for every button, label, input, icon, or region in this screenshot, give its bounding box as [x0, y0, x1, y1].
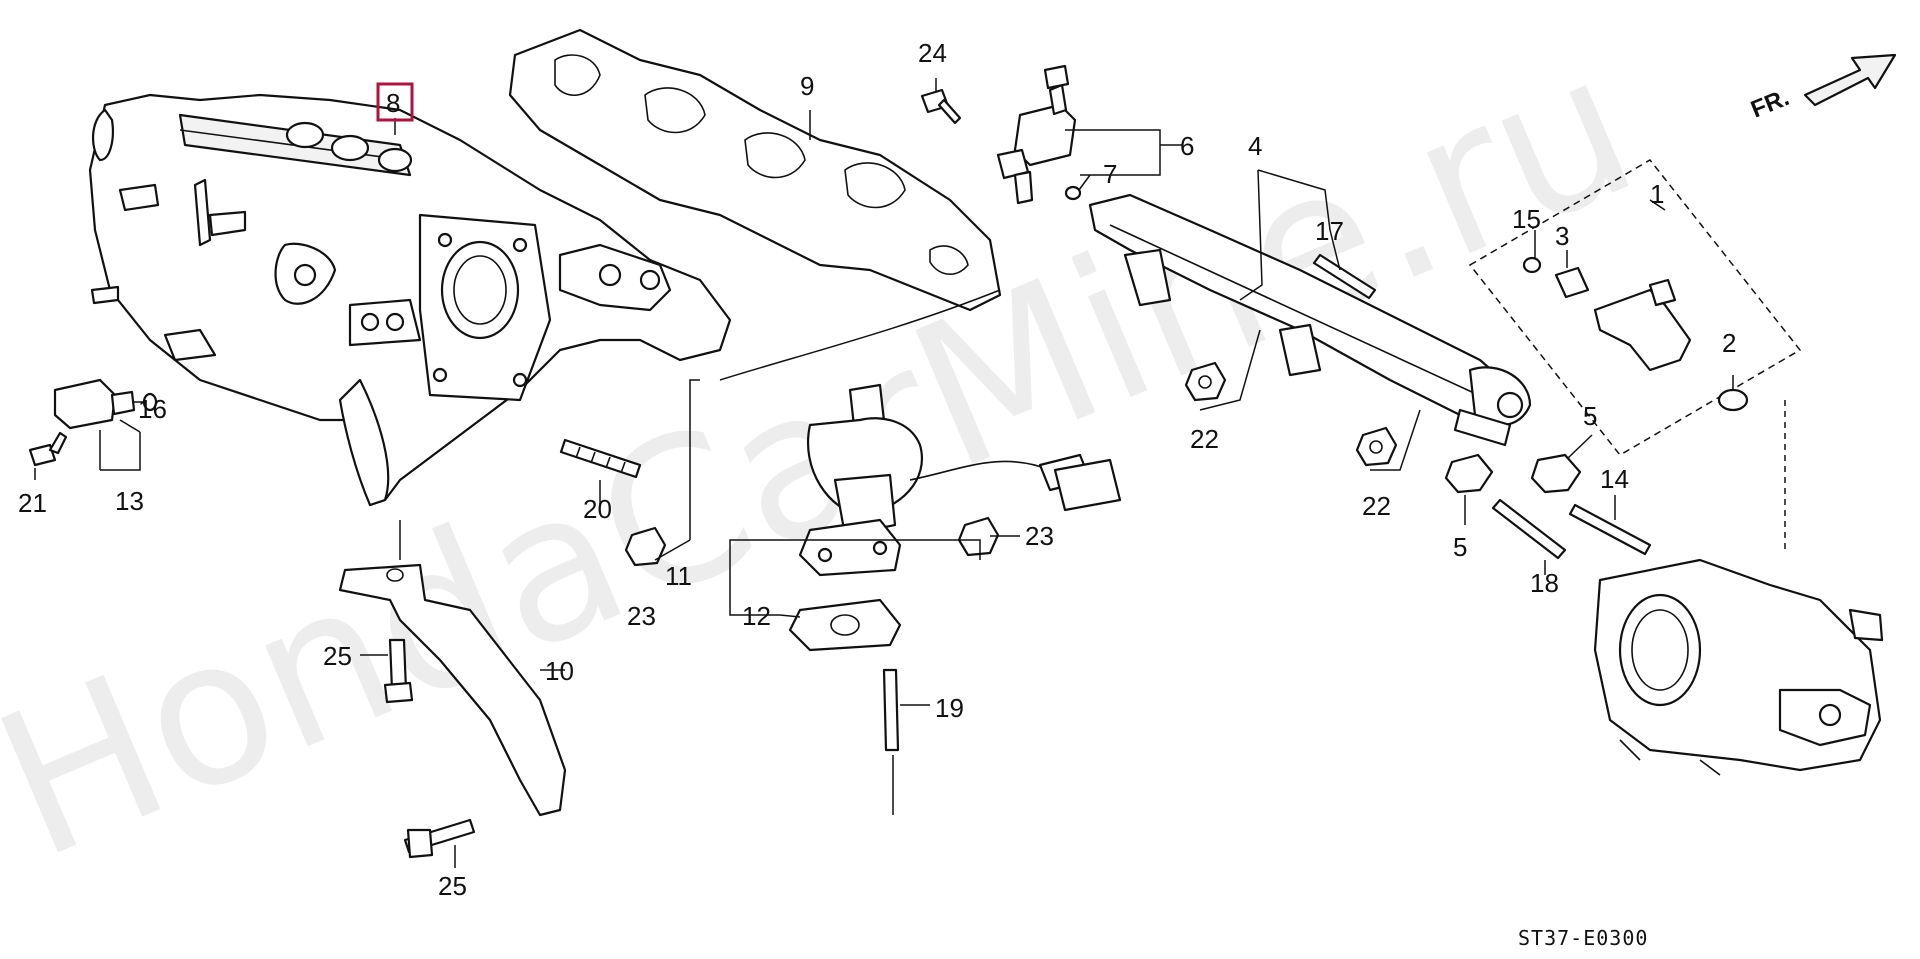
callout-14[interactable]: 14	[1600, 464, 1629, 494]
nut-23a-drawing	[624, 526, 667, 567]
callout-16[interactable]: 16	[138, 394, 167, 424]
stud-20-drawing	[559, 438, 642, 479]
callout-18[interactable]: 18	[1530, 568, 1559, 598]
callout-23a[interactable]: 23	[627, 601, 656, 631]
callout-25a[interactable]: 25	[323, 641, 352, 671]
callout-20[interactable]: 20	[583, 494, 612, 524]
callout-12[interactable]: 12	[742, 601, 771, 631]
leader-lines	[34, 78, 1786, 868]
diagram-code: ST37-E0300	[1518, 926, 1648, 950]
stud-17-drawing	[1312, 253, 1377, 300]
callout-19[interactable]: 19	[935, 693, 964, 723]
callout-22b[interactable]: 22	[1362, 491, 1391, 521]
callout-4[interactable]: 4	[1248, 131, 1262, 161]
callout-8[interactable]: 8	[386, 88, 400, 118]
front-arrow-icon	[1803, 53, 1897, 107]
callout-1[interactable]: 1	[1650, 179, 1664, 209]
callout-25b[interactable]: 25	[438, 871, 467, 901]
callout-5a[interactable]: 5	[1583, 401, 1597, 431]
callout-17[interactable]: 17	[1315, 216, 1344, 246]
egr-gasket-12-drawing	[788, 598, 902, 652]
bolt-25a-drawing	[383, 638, 414, 704]
egr-valve-11-drawing	[798, 383, 1122, 577]
callout-22a[interactable]: 22	[1190, 424, 1219, 454]
nut-22b-drawing	[1355, 426, 1398, 467]
bolt-25b-drawing	[403, 818, 476, 859]
fuel-rail-4-drawing	[1088, 193, 1532, 447]
front-indicator-label: FR.	[1747, 84, 1793, 124]
callout-6[interactable]: 6	[1180, 131, 1194, 161]
manifold-gasket-9-drawing	[508, 28, 1002, 312]
callout-21[interactable]: 21	[18, 488, 47, 518]
injector-group-drawing	[1468, 159, 1802, 456]
sensor-13-drawing	[28, 378, 158, 467]
callout-7[interactable]: 7	[1103, 159, 1117, 189]
stud-14-drawing	[1568, 503, 1652, 556]
intake-manifold-drawing	[88, 93, 732, 507]
stud-19-drawing	[882, 668, 900, 752]
bolt-24-drawing	[920, 88, 962, 125]
callout-numbers: 8 1 2 3 4 5 5 6 7 9 10 11 12 13 14 15 16…	[18, 38, 1736, 901]
pressure-regulator-6-drawing	[996, 64, 1082, 205]
callout-11[interactable]: 11	[665, 561, 692, 591]
callout-9[interactable]: 9	[800, 71, 814, 101]
callout-24[interactable]: 24	[918, 38, 947, 68]
callout-13[interactable]: 13	[115, 486, 144, 516]
callout-3[interactable]: 3	[1555, 221, 1569, 251]
front-indicator: FR.	[1747, 53, 1897, 124]
callout-10[interactable]: 10	[545, 656, 574, 686]
insulator-5b-drawing	[1530, 453, 1582, 494]
bracket-10-drawing	[338, 563, 567, 817]
highlight-box-part-8	[376, 82, 414, 122]
stud-18-drawing	[1491, 498, 1567, 560]
nut-22a-drawing	[1184, 361, 1227, 402]
callout-23b[interactable]: 23	[1025, 521, 1054, 551]
callout-15[interactable]: 15	[1512, 204, 1541, 234]
callout-2[interactable]: 2	[1722, 328, 1736, 358]
throttle-body-drawing	[1593, 558, 1884, 776]
insulator-5a-drawing	[1444, 453, 1494, 494]
callout-5b[interactable]: 5	[1453, 532, 1467, 562]
